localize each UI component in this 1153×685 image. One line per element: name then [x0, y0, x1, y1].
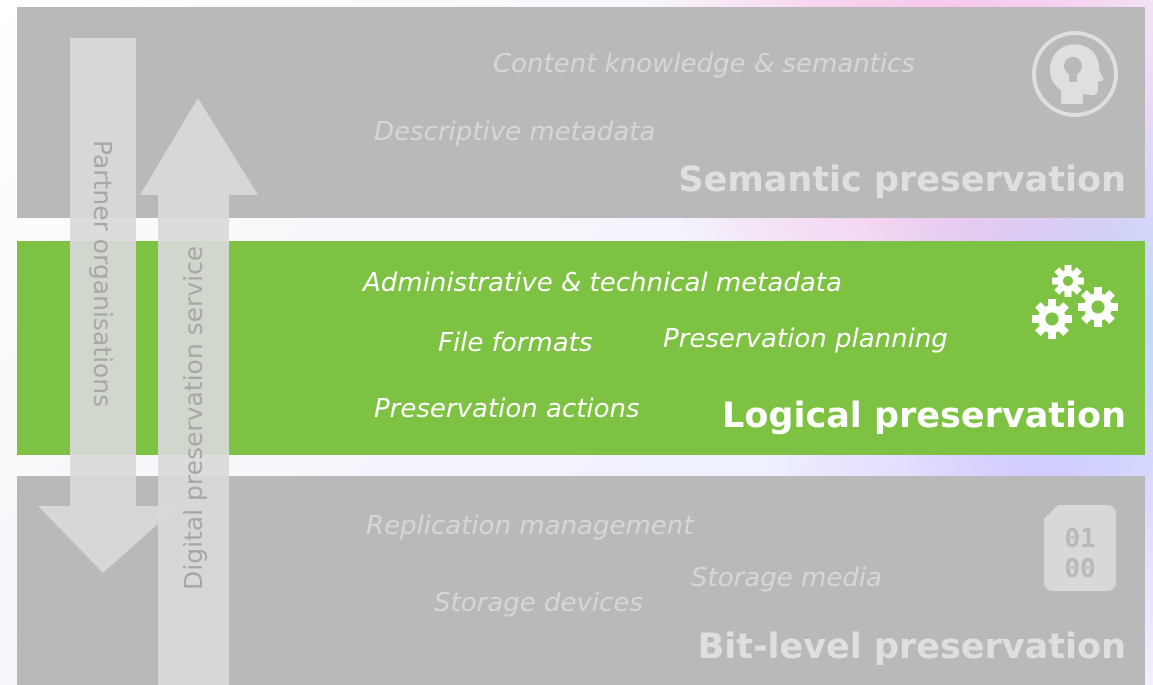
replication-management-label: Replication management	[366, 511, 694, 541]
binary-file-icon: 01 00	[1044, 505, 1116, 591]
bit-level-preservation-title: Bit-level preservation	[697, 627, 1126, 667]
digital-preservation-service-label: Digital preservation service	[179, 245, 208, 590]
logical-preservation-title: Logical preservation	[722, 396, 1126, 436]
binary-digits-top: 01	[1064, 524, 1095, 554]
content-knowledge-label: Content knowledge & semantics	[493, 49, 915, 79]
preservation-planning-label: Preservation planning	[663, 324, 948, 354]
binary-digits-bottom: 00	[1064, 554, 1095, 584]
head-lightbulb-icon	[1032, 31, 1118, 117]
descriptive-metadata-label: Descriptive metadata	[374, 117, 656, 147]
up-arrow	[140, 98, 258, 685]
down-arrow	[38, 38, 178, 573]
preservation-actions-label: Preservation actions	[374, 394, 640, 424]
file-formats-label: File formats	[438, 328, 593, 358]
admin-technical-metadata-label: Administrative & technical metadata	[363, 268, 842, 298]
semantic-preservation-title: Semantic preservation	[678, 160, 1126, 200]
partner-organisations-label: Partner organisations	[88, 140, 117, 408]
gears-icon	[1032, 265, 1118, 339]
storage-media-label: Storage media	[691, 563, 882, 593]
storage-devices-label: Storage devices	[434, 588, 643, 618]
